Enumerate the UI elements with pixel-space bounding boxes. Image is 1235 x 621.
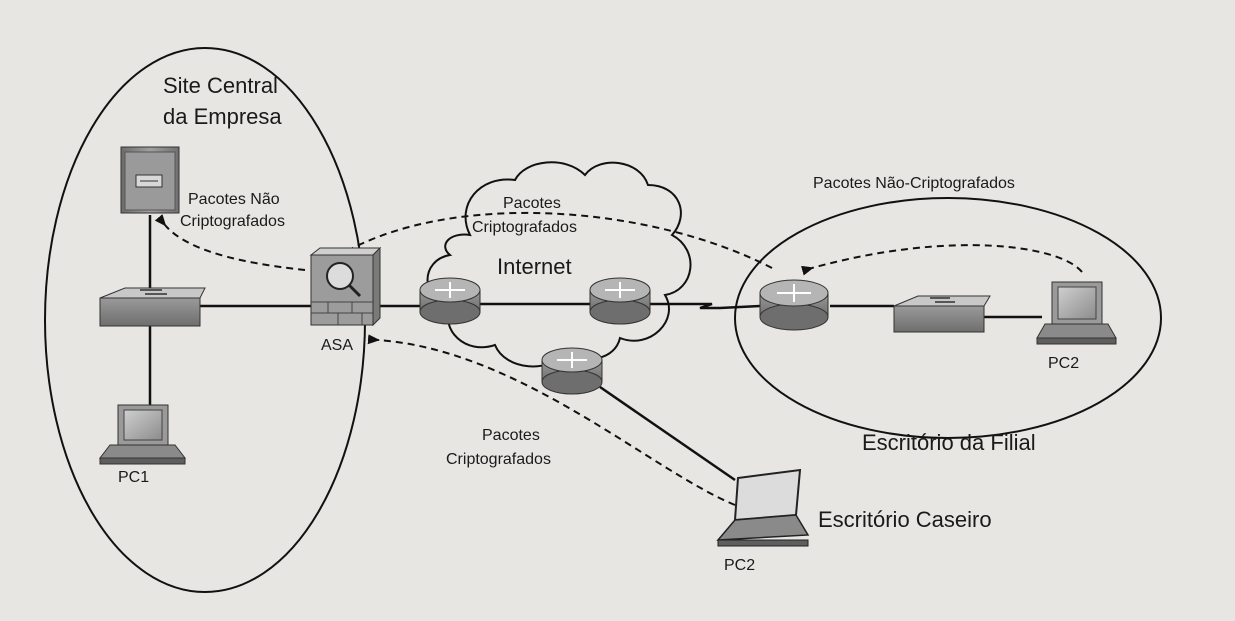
pc1-icon [98, 404, 187, 465]
branch-switch-icon [893, 295, 991, 333]
central-switch-icon [99, 287, 206, 327]
arrow-central-unencrypted [154, 214, 306, 271]
central-site-title-line2: da Empresa [163, 104, 282, 129]
router-internet-bottom-icon [541, 347, 603, 395]
central-unencrypted-label-line1: Pacotes Não [188, 191, 280, 208]
tunnel-home-label-line2: Criptografados [446, 451, 551, 468]
branch-office-label: Escritório da Filial [862, 430, 1036, 455]
flow-arrows [154, 211, 1083, 506]
arrow-tunnel-branch [328, 211, 773, 269]
tunnel-home-label-line1: Pacotes [482, 427, 540, 444]
pc2-branch-icon [1036, 281, 1117, 345]
links [148, 215, 1042, 482]
home-office-label: Escritório Caseiro [818, 507, 992, 532]
internet-label: Internet [497, 254, 572, 279]
asa-firewall-icon [309, 246, 382, 327]
router-internet-left-icon [419, 277, 481, 325]
server-icon [120, 146, 180, 214]
arrow-tunnel-home [367, 334, 736, 506]
arrow-branch-unencrypted [801, 244, 1083, 276]
pc2-home-label: PC2 [724, 557, 755, 574]
branch-office-zone [734, 197, 1162, 439]
laptop-pc2-home-icon [716, 468, 810, 547]
central-unencrypted-label-line2: Criptografados [180, 213, 285, 230]
branch-unencrypted-label: Pacotes Não-Criptografados [813, 175, 1015, 192]
central-site-title-line1: Site Central [163, 73, 278, 98]
tunnel-branch-label-line2: Criptografados [472, 219, 577, 236]
pc2-branch-label: PC2 [1048, 355, 1079, 372]
asa-label: ASA [321, 337, 353, 354]
router-internet-right-icon [589, 277, 651, 325]
router-branch-icon [759, 279, 829, 331]
pc1-label: PC1 [118, 469, 149, 486]
tunnel-branch-label-line1: Pacotes [503, 195, 561, 212]
